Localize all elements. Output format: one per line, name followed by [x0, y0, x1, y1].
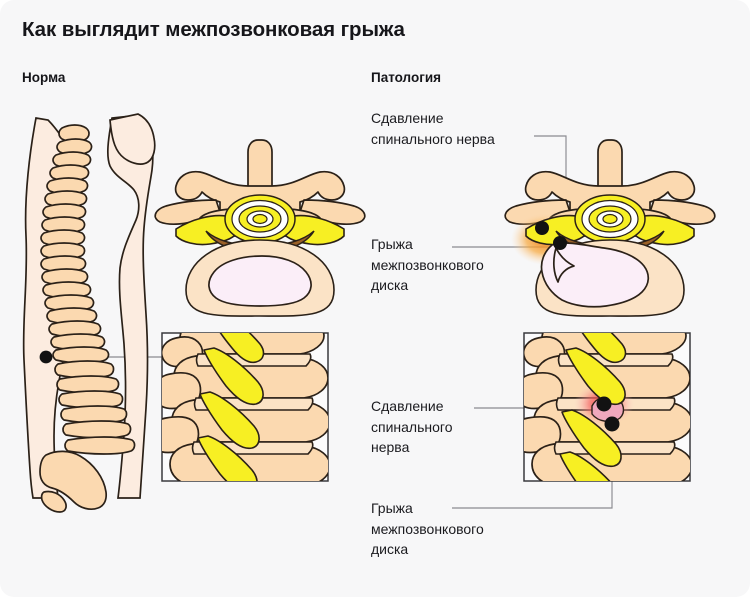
callout-nerve-compression-axial: Сдавление спинального нерва: [371, 110, 495, 147]
compression-dot-sagittal-1: [596, 396, 612, 412]
callout-nerve-compression-sagittal: Сдавление спинального нерва: [371, 398, 453, 456]
axial-vertebra-pathology: [504, 139, 716, 317]
axial-vertebra-normal: [154, 139, 366, 317]
column-heading-pathology: Патология: [371, 70, 441, 85]
compression-dot-sagittal-2: [604, 416, 620, 432]
compression-dot-axial-1: [535, 221, 549, 235]
sagittal-inset-normal: [161, 332, 329, 482]
compression-dot-axial-2: [553, 236, 567, 250]
lumbar-marker-dot: [39, 350, 53, 364]
vertebral-column: [39, 124, 136, 513]
callout-herniation-axial: Грыжа межпозвонкового диска: [371, 236, 484, 294]
sagittal-inset-pathology: [523, 332, 691, 482]
page-title: Как выглядит межпозвонковая грыжа: [22, 18, 405, 41]
callout-herniation-sagittal: Грыжа межпозвонкового диска: [371, 500, 484, 558]
lateral-body-spine: [22, 113, 156, 513]
column-heading-normal: Норма: [22, 70, 66, 85]
